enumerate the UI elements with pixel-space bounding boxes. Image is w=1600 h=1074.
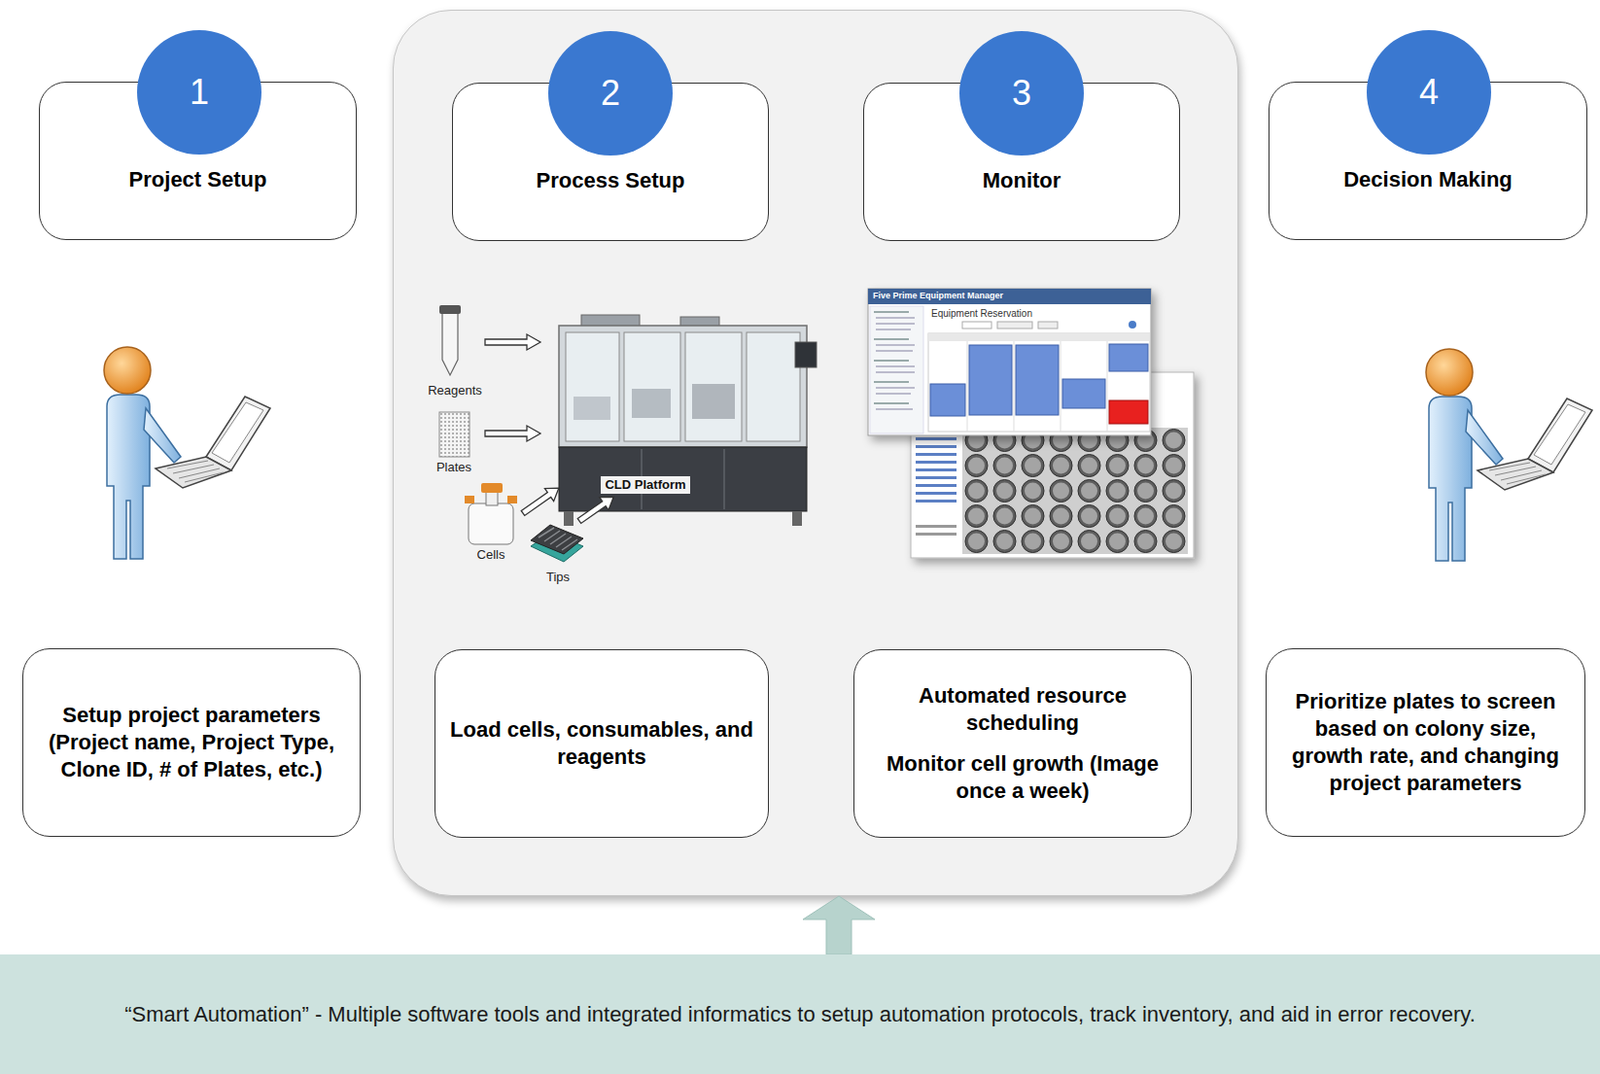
person-icon [104, 347, 271, 559]
node-text: “Smart Automation” - Multiple software t… [124, 999, 1476, 1031]
step-number: 1 [137, 30, 262, 155]
node-text: Setup project parameters (Project name, … [34, 701, 348, 784]
node-text: 4 [1419, 72, 1439, 112]
node-text: 1 [189, 72, 209, 112]
cld-platform-machine [558, 314, 817, 526]
block-arrow [802, 896, 875, 955]
description-box: Automated resource schedulingMonitor cel… [853, 649, 1192, 838]
well-plate-image [915, 427, 1188, 555]
person-icon [1426, 348, 1593, 561]
illustration-label: Five Prime Equipment Manager [872, 290, 1004, 302]
node-text: Project Setup [129, 166, 268, 193]
illustration-label: Cells [477, 547, 506, 563]
step-number: 4 [1366, 30, 1492, 155]
illustration-label: Tips [546, 569, 570, 586]
node-text: Monitor [982, 167, 1062, 194]
node-text: Decision Making [1343, 166, 1513, 193]
footer-band: “Smart Automation” - Multiple software t… [0, 954, 1600, 1074]
node-text: Load cells, consumables, and reagents [447, 716, 757, 771]
step-number: 3 [959, 31, 1084, 156]
illustration-label: Reagents [427, 382, 483, 399]
node-text: Automated resource scheduling [866, 682, 1180, 737]
scheduler-window [868, 288, 1151, 434]
description-box: Setup project parameters (Project name, … [22, 648, 361, 837]
scheduler-screenshot [868, 288, 1151, 436]
illustration-label: Equipment Reservation [931, 307, 1033, 320]
illustration-label: Plates [436, 459, 472, 476]
node-text: 3 [1011, 73, 1032, 113]
description-box: Prioritize plates to screen based on col… [1265, 648, 1586, 837]
node-text: 2 [600, 73, 621, 113]
node-text: Process Setup [536, 167, 686, 194]
plate-icon [439, 412, 470, 457]
node-text: Monitor cell growth (Image once a week) [866, 750, 1180, 805]
illustration-label: CLD Platform [600, 476, 690, 494]
step-number: 2 [548, 31, 673, 156]
node-text: Prioritize plates to screen based on col… [1278, 688, 1573, 798]
description-box: Load cells, consumables, and reagents [434, 649, 769, 838]
